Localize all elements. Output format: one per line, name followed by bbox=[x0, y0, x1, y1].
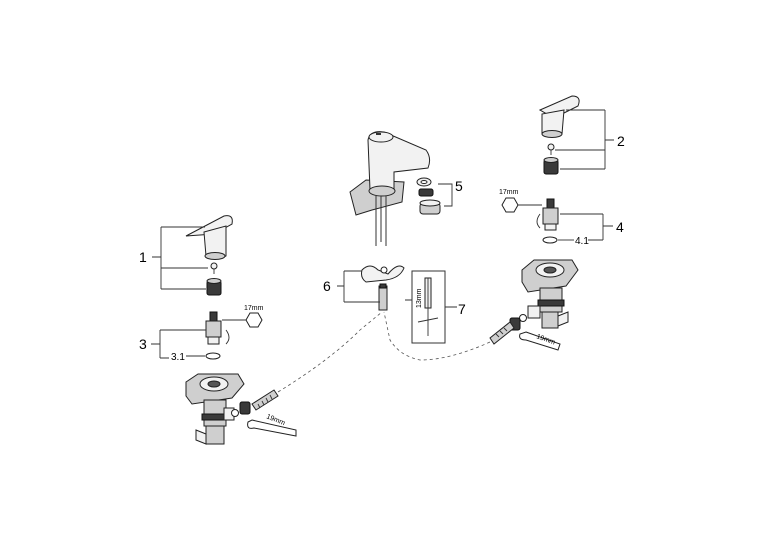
leader-6 bbox=[337, 270, 380, 303]
right-hose-fitting bbox=[489, 314, 527, 345]
left-hose-thread bbox=[257, 394, 273, 409]
detail-box-7: 13mm bbox=[411, 270, 446, 344]
callout-2: 2 bbox=[617, 133, 625, 149]
right-supply-hose bbox=[383, 311, 491, 361]
callout-7: 7 bbox=[458, 301, 466, 317]
lever-bracket bbox=[361, 265, 405, 283]
detail-rod-cross bbox=[417, 317, 439, 323]
left-screw-head bbox=[210, 262, 218, 270]
right-handle-base bbox=[541, 130, 563, 138]
left-valve-tail bbox=[195, 429, 207, 445]
popup-lever bbox=[361, 265, 405, 311]
callout-4-1: 4.1 bbox=[575, 236, 589, 247]
aerator-housing-top bbox=[419, 199, 441, 207]
lever-hole bbox=[380, 266, 388, 274]
right-open-wrench: 19mm bbox=[519, 331, 561, 351]
left-cartridge-base bbox=[207, 336, 220, 345]
leader-4 bbox=[560, 213, 613, 241]
leader-3 bbox=[151, 329, 206, 359]
left-cartridge bbox=[205, 311, 222, 360]
left-hex-wrench-icon: 17mm bbox=[222, 305, 264, 345]
right-handle bbox=[538, 95, 580, 138]
right-washer-1 bbox=[519, 314, 527, 322]
callout-4: 4 bbox=[616, 219, 624, 235]
leader-7 bbox=[405, 299, 457, 308]
left-washer-1 bbox=[231, 409, 239, 417]
wrench-right-top-label: 17mm bbox=[499, 189, 519, 196]
lever-rod bbox=[378, 285, 388, 311]
hex-wrench-icon bbox=[245, 312, 263, 328]
left-handle bbox=[185, 215, 233, 260]
left-hose-end bbox=[251, 389, 279, 411]
right-cartridge-body bbox=[542, 207, 559, 225]
callout-1: 1 bbox=[139, 249, 147, 265]
right-valve-bottom bbox=[541, 311, 559, 329]
leader-5 bbox=[438, 183, 453, 207]
left-hose-fitting bbox=[231, 389, 279, 417]
spout-logo bbox=[376, 133, 381, 135]
right-hex-wrench-icon: 17mm bbox=[499, 189, 542, 229]
right-cartridge-base bbox=[544, 223, 557, 231]
hex-wrench-icon-right bbox=[501, 197, 519, 213]
wrench-center-label: 13mm bbox=[416, 288, 423, 308]
left-adapter bbox=[206, 278, 222, 296]
leader-2 bbox=[555, 109, 614, 170]
aerator-washer-hole bbox=[420, 180, 428, 184]
right-hose-thread bbox=[495, 327, 508, 338]
right-screw bbox=[547, 143, 555, 155]
right-valve-body bbox=[521, 259, 579, 329]
left-valve-body bbox=[185, 373, 245, 445]
leader-1 bbox=[152, 226, 208, 290]
right-escutcheon-hole bbox=[543, 266, 557, 274]
right-screw-head bbox=[547, 143, 555, 151]
left-cartridge-body bbox=[205, 320, 222, 338]
left-screw bbox=[210, 262, 218, 274]
aerator-insert bbox=[418, 188, 434, 197]
wrench-left-top-label: 17mm bbox=[244, 305, 264, 312]
open-wrench-icon-right bbox=[519, 331, 561, 351]
callout-5: 5 bbox=[455, 178, 463, 194]
right-valve-nut bbox=[537, 299, 565, 307]
rotate-arrow-icon-right bbox=[536, 213, 541, 229]
aerator-parts bbox=[416, 177, 441, 215]
open-wrench-icon bbox=[247, 419, 297, 437]
left-handle-base bbox=[204, 252, 226, 260]
right-adapter bbox=[543, 157, 559, 175]
right-cartridge bbox=[542, 198, 559, 244]
spout-top bbox=[368, 131, 394, 143]
callout-6: 6 bbox=[323, 278, 331, 294]
right-oring bbox=[542, 236, 558, 244]
left-nut bbox=[239, 401, 251, 415]
left-open-wrench: 19mm bbox=[247, 413, 297, 437]
left-escutcheon-hole bbox=[207, 380, 221, 388]
right-valve-outlet bbox=[527, 305, 541, 319]
left-adapter-top bbox=[206, 278, 222, 284]
spout-assembly bbox=[349, 131, 431, 246]
left-oring bbox=[205, 352, 221, 360]
lever-rod-end bbox=[379, 283, 387, 289]
rotate-arrow-icon bbox=[225, 329, 230, 345]
callout-3-1: 3.1 bbox=[171, 352, 185, 363]
right-valve-tail bbox=[557, 311, 569, 327]
left-supply-hose bbox=[277, 311, 383, 393]
left-valve-stem bbox=[203, 399, 227, 427]
left-handle-lever bbox=[185, 215, 233, 237]
right-adapter-top bbox=[543, 157, 559, 163]
callout-3: 3 bbox=[139, 336, 147, 352]
spout-collar bbox=[368, 185, 396, 197]
left-valve-bottom bbox=[205, 425, 225, 445]
